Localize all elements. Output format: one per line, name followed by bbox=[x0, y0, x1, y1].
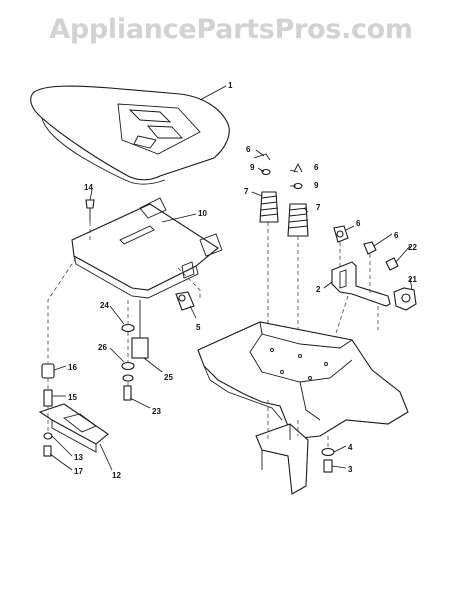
callout-25: 25 bbox=[164, 373, 173, 382]
washer-part-24[interactable] bbox=[121, 323, 135, 333]
callout-2: 2 bbox=[316, 285, 321, 294]
nut-part-22[interactable] bbox=[385, 257, 399, 271]
cap-part-6-right[interactable] bbox=[293, 162, 303, 173]
callout-17: 17 bbox=[74, 467, 83, 476]
bolt-part-23[interactable] bbox=[123, 385, 132, 401]
callout-6d: 6 bbox=[394, 231, 399, 240]
callout-3: 3 bbox=[348, 465, 353, 474]
callout-15: 15 bbox=[68, 393, 77, 402]
callout-6b: 6 bbox=[314, 163, 319, 172]
callout-4: 4 bbox=[348, 443, 353, 452]
knob-part-14[interactable] bbox=[85, 199, 95, 222]
washer-part-26[interactable] bbox=[121, 361, 135, 382]
callout-9b: 9 bbox=[314, 181, 319, 190]
callout-24: 24 bbox=[100, 301, 109, 310]
callout-7a: 7 bbox=[244, 187, 249, 196]
callout-26: 26 bbox=[98, 343, 107, 352]
callout-9a: 9 bbox=[250, 163, 255, 172]
spring-part-7-right[interactable] bbox=[287, 203, 309, 237]
callout-5: 5 bbox=[196, 323, 201, 332]
nut-part-6[interactable] bbox=[363, 241, 377, 255]
bolt-part-3[interactable] bbox=[323, 459, 333, 473]
washer-part-4[interactable] bbox=[321, 447, 335, 457]
callout-12: 12 bbox=[112, 471, 121, 480]
fender-frame[interactable] bbox=[197, 321, 409, 439]
spring-part-7-left[interactable] bbox=[259, 191, 279, 223]
callout-14: 14 bbox=[84, 183, 93, 192]
callout-16: 16 bbox=[68, 363, 77, 372]
callout-6c: 6 bbox=[356, 219, 361, 228]
callout-7b: 7 bbox=[316, 203, 321, 212]
bushing-part-16[interactable] bbox=[41, 363, 55, 379]
callout-22: 22 bbox=[408, 243, 417, 252]
callout-6a: 6 bbox=[246, 145, 251, 154]
watermark-text: AppliancePartsPros.com bbox=[49, 14, 413, 45]
seat-pan-part-10[interactable] bbox=[71, 197, 223, 299]
pivot-bracket-part-2[interactable] bbox=[331, 261, 391, 307]
callout-10: 10 bbox=[198, 209, 207, 218]
washer-part-9-left[interactable] bbox=[261, 168, 271, 176]
cap-part-6-left[interactable] bbox=[253, 153, 271, 161]
callout-13: 13 bbox=[74, 453, 83, 462]
seat-rail-part-12[interactable] bbox=[38, 403, 109, 453]
callout-23: 23 bbox=[152, 407, 161, 416]
frame-bracket[interactable] bbox=[255, 423, 309, 495]
clip-part-13[interactable] bbox=[43, 432, 53, 440]
pivot-bracket-part-25[interactable] bbox=[131, 300, 149, 359]
knob-part-21[interactable] bbox=[393, 287, 417, 311]
spacer-part-15[interactable] bbox=[43, 389, 53, 407]
seat-part-1[interactable] bbox=[30, 85, 230, 185]
callout-21: 21 bbox=[408, 275, 417, 284]
bolt-part-17[interactable] bbox=[43, 445, 52, 457]
callout-1: 1 bbox=[228, 81, 233, 90]
bracket-part-5[interactable] bbox=[175, 291, 195, 311]
knob-part-6-bracket[interactable] bbox=[333, 225, 349, 243]
